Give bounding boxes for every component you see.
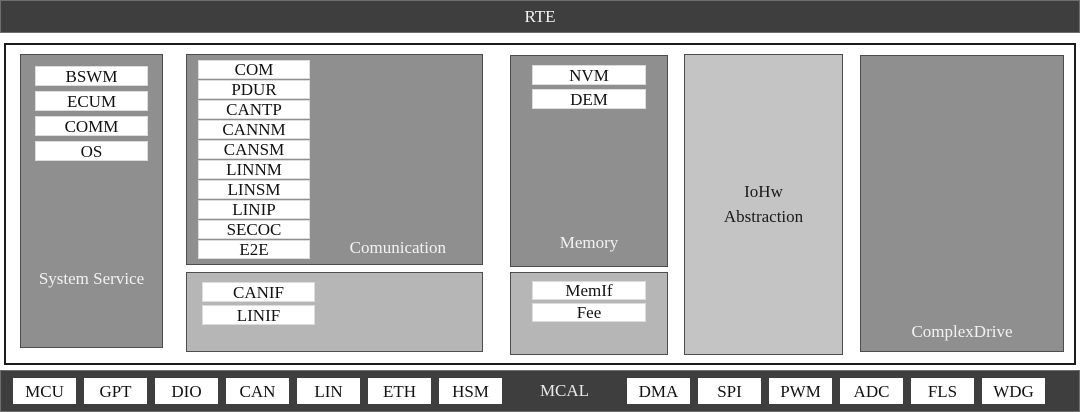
driver-chip-can: CAN [226,378,289,404]
driver-chip-mcu: MCU [13,378,76,404]
module-chip-linnm: LINNM [198,160,310,179]
driver-chip-hsm: HSM [439,378,502,404]
system-service-block: BSWM ECUM COMM OS System Service [20,54,163,348]
memory-label: Memory [559,233,619,252]
module-chip-fee: Fee [532,303,646,322]
iohw-label-line2: Abstraction [723,206,804,226]
driver-chip-wdg: WDG [982,378,1045,404]
rte-layer-bar: RTE [0,0,1080,33]
can-lin-interface-modules: CANIF LINIF [187,273,482,328]
memory-interface-block: MemIf Fee [510,272,668,355]
comunication-modules: COM PDUR CANTP CANNM CANSM LINNM LINSM L… [187,55,482,260]
mcal-layer-bar: MCU GPT DIO CAN LIN ETH HSM MCAL DMA SPI… [0,370,1080,412]
complex-drive-label: ComplexDrive [911,322,1013,341]
module-chip-bswm: BSWM [35,66,148,86]
driver-chip-dma: DMA [627,378,690,404]
driver-chip-gpt: GPT [84,378,147,404]
module-chip-linsm: LINSM [198,180,310,199]
module-chip-dem: DEM [532,89,646,109]
complex-drive-block: ComplexDrive [860,55,1064,352]
memory-interface-modules: MemIf Fee [511,273,667,325]
module-chip-os: OS [35,141,148,161]
can-lin-interface-block: CANIF LINIF [186,272,483,352]
iohw-abstraction-block: IoHw Abstraction [684,54,843,355]
module-chip-e2e: E2E [198,240,310,259]
module-chip-com: COM [198,60,310,79]
iohw-label-line1: IoHw [744,181,783,201]
driver-chip-lin: LIN [297,378,360,404]
system-service-modules: BSWM ECUM COMM OS [21,55,162,166]
mcal-label: MCAL [539,381,590,400]
module-chip-secoc: SECOC [198,220,310,239]
driver-chip-pwm: PWM [769,378,832,404]
module-chip-cantp: CANTP [198,100,310,119]
memory-block: NVM DEM Memory [510,55,668,267]
rte-label: RTE [524,6,556,26]
driver-chip-fls: FLS [911,378,974,404]
module-chip-pdur: PDUR [198,80,310,99]
module-chip-linif: LINIF [202,305,315,325]
module-chip-cannm: CANNM [198,120,310,139]
driver-chip-eth: ETH [368,378,431,404]
driver-chip-spi: SPI [698,378,761,404]
module-chip-canif: CANIF [202,282,315,302]
module-chip-linip: LINIP [198,200,310,219]
comunication-block: COM PDUR CANTP CANNM CANSM LINNM LINSM L… [186,54,483,265]
driver-chip-adc: ADC [840,378,903,404]
module-chip-cansm: CANSM [198,140,310,159]
module-chip-nvm: NVM [532,65,646,85]
module-chip-comm: COMM [35,116,148,136]
module-chip-memif: MemIf [532,281,646,300]
module-chip-ecum: ECUM [35,91,148,111]
system-service-label: System Service [38,269,145,288]
driver-chip-dio: DIO [155,378,218,404]
memory-modules: NVM DEM [511,56,667,113]
iohw-abstraction-label: IoHw Abstraction [724,180,803,229]
comunication-label: Comunication [349,238,446,257]
